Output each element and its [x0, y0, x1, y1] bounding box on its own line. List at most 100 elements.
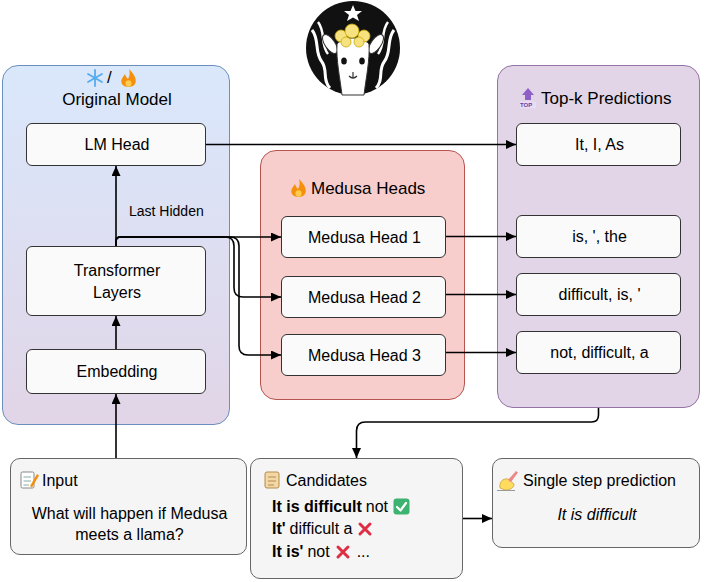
fire-icon: [291, 179, 305, 197]
medusa-logo: [359, 58, 365, 65]
candidate-token: It is': [272, 543, 303, 560]
prediction-box: difficult, is, ': [516, 273, 681, 316]
fire-icon: [126, 80, 132, 86]
flow-arrow: [116, 237, 281, 297]
medusa-logo: [335, 30, 347, 42]
medusa-logo: [337, 38, 369, 95]
fire-icon: [296, 190, 302, 196]
medusa-logo: [358, 30, 370, 42]
snowflake-icon: [94, 70, 96, 86]
box-heading: Input: [42, 471, 78, 490]
flow-arrow: [357, 408, 599, 458]
scroll-icon: [268, 481, 276, 482]
fire-icon: [121, 69, 135, 87]
medusa-logo: [341, 58, 347, 65]
scroll-icon: [265, 472, 279, 488]
writing-hand-icon: [508, 471, 518, 482]
accept-mark: [397, 503, 406, 511]
body-text: What will happen if Medusa meets a llama…: [27, 503, 232, 545]
medusa-logo: [335, 24, 370, 47]
medusa-logo: [344, 5, 362, 21]
box-label: difficult, is, ': [517, 285, 682, 304]
fire-icon: [291, 179, 305, 197]
medusa-logo: [354, 37, 364, 47]
writing-hand-icon: [500, 479, 514, 490]
medusa-logo: [318, 22, 328, 54]
medusa-logo: [376, 30, 394, 88]
medusa-logo: [345, 24, 359, 38]
memo-icon: [24, 485, 30, 486]
box-label: is, ', the: [517, 227, 682, 246]
head-box: Medusa Head 3: [281, 334, 446, 376]
container-title: Medusa Heads: [311, 179, 425, 199]
reject-mark: [338, 547, 348, 557]
reject-mark: [335, 544, 351, 565]
accept-mark: [393, 498, 410, 520]
memo-icon: [21, 472, 39, 488]
box-heading: Single step prediction: [523, 471, 676, 490]
medusa-logo: [366, 32, 387, 56]
prediction-box: is, ', the: [516, 215, 681, 258]
box-label: It, I, As: [517, 135, 682, 154]
medusa-logo: [378, 22, 388, 54]
flow-arrow: [446, 236, 516, 238]
container-title: Top-k Predictions: [541, 89, 671, 109]
writing-hand-icon: [497, 471, 518, 491]
flow-arrow: [446, 352, 516, 354]
flow-arrow: [115, 316, 117, 349]
heads-container: Medusa HeadsMedusa Head 1 Medusa Head 2 Me…: [260, 150, 465, 400]
flow-arrow: [463, 518, 492, 520]
candidate-token: not: [307, 543, 329, 560]
connector-note: Last Hidden: [129, 203, 204, 220]
medusa-logo: [352, 72, 353, 78]
body-text: It is difficult: [493, 505, 701, 524]
flow-arrow: [115, 166, 117, 246]
predictions-container: Top-k PredictionsIt, I, As is, ', the diff…: [497, 65, 700, 408]
writing-hand-icon: [497, 490, 515, 491]
medusa-logo: [312, 30, 330, 88]
candidates-box: CandidatesIt is difficultnotIt'difficult…: [250, 458, 463, 579]
reject-mark: [360, 524, 370, 534]
medusa-logo: [306, 1, 400, 95]
reject-mark: [357, 521, 373, 542]
snowflake-icon: [88, 74, 102, 82]
box-label: not, difficult, a: [517, 343, 682, 362]
snowflake-icon: [88, 70, 102, 86]
head-box: Medusa Head 2: [281, 276, 446, 318]
icon-text: TOP: [520, 102, 532, 109]
candidate-token: It': [272, 520, 286, 537]
memo-icon: [24, 477, 32, 478]
accept-mark: [393, 498, 410, 515]
box-label: Medusa Head 1: [282, 228, 447, 247]
process-box: Embedding: [26, 349, 206, 394]
prediction-result-box: Single step prediction It is difficult: [492, 458, 700, 548]
prediction-box: not, difficult, a: [516, 331, 681, 374]
ellipsis-text: ...: [357, 543, 370, 560]
separator-text: /: [107, 68, 112, 88]
input-box: InputWhat will happen if Medusa meets a …: [10, 458, 247, 555]
top-icon: [520, 88, 536, 109]
memo-icon: [30, 474, 39, 488]
scroll-icon: [265, 472, 279, 488]
medusa-logo: [306, 1, 400, 95]
box-label: Transformer Layers: [57, 260, 177, 304]
medusa-logo: [349, 76, 357, 78]
candidate-token: not: [366, 498, 388, 515]
box-label: Embedding: [27, 362, 207, 381]
flow-arrow: [116, 237, 281, 355]
process-box: Transformer Layers: [26, 246, 206, 316]
box-label: Medusa Head 3: [282, 346, 447, 365]
head-box: Medusa Head 1: [281, 216, 446, 258]
box-label: Medusa Head 2: [282, 288, 447, 307]
accept-mark: [394, 499, 410, 515]
flow-arrow: [115, 394, 117, 458]
flow-arrow: [116, 237, 281, 246]
flow-arrow: [446, 294, 516, 296]
top-icon: [520, 102, 536, 109]
memo-icon: [24, 481, 32, 482]
fire-icon: [121, 69, 135, 87]
reject-mark: [357, 521, 373, 537]
